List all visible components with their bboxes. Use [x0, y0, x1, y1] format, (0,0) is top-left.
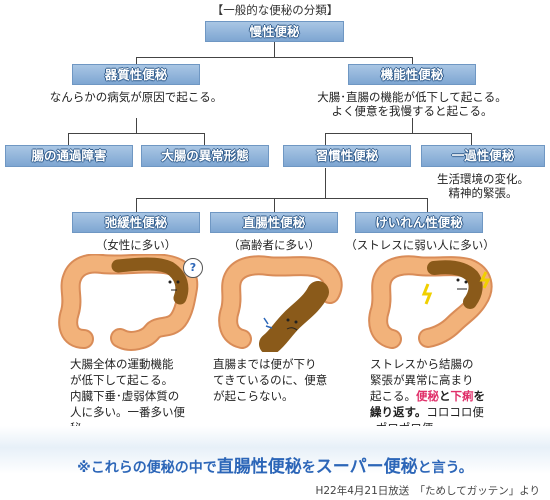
source-credit: H22年4月21日放送 「ためしてガッテン」より	[315, 485, 540, 497]
organic-description: なんらかの病気が原因で起こる。	[49, 90, 223, 104]
connector	[136, 198, 428, 199]
connector	[412, 118, 413, 133]
face-icon	[456, 278, 460, 282]
footer-band	[0, 426, 550, 474]
connector	[274, 42, 275, 57]
root-chronic-constipation-box: 慢性便秘	[205, 21, 344, 42]
transient-description-1: 生活環境の変化。	[437, 172, 529, 186]
connector	[136, 57, 137, 64]
functional-description-2: よく便意を我慢すると起こる。	[331, 104, 493, 118]
spastic-description: ストレスから結腸の 緊張が異常に高まり 起こる。便秘と下痢を 繰り返す。コロコロ…	[370, 357, 485, 435]
colon-malformation-box: 大腸の異常形態	[141, 145, 269, 167]
organic-constipation-box: 器質性便秘	[72, 64, 200, 85]
connector	[412, 57, 413, 64]
functional-description-1: 大腸･直腸の機能が低下して起こる。	[317, 90, 507, 104]
atonic-note: （女性に多い）	[95, 238, 177, 252]
rectal-description: 直腸までは便が下り てきているのに、便意 が起こらない。	[213, 357, 328, 403]
face-icon	[168, 280, 172, 284]
rectal-intestine-illustration	[218, 255, 343, 352]
connector	[136, 57, 413, 58]
lightning-icon	[421, 283, 433, 305]
spastic-intestine-illustration	[368, 255, 493, 349]
connector	[325, 168, 326, 198]
connector	[427, 198, 428, 212]
face-icon	[286, 318, 290, 322]
rectal-constipation-box: 直腸性便秘	[210, 212, 338, 233]
connector	[136, 118, 137, 133]
intestinal-obstruction-box: 腸の通過障害	[5, 145, 133, 167]
connector	[68, 133, 205, 134]
transient-description-2: 精神的緊張。	[448, 186, 518, 200]
connector	[204, 133, 205, 145]
atonic-description: 大腸全体の運動機能 が低下して起こる。 内臓下垂･虚弱体質の 人に多い。一番多い…	[70, 357, 185, 435]
connector	[68, 133, 69, 145]
transient-constipation-box: 一過性便秘	[421, 145, 545, 167]
connector	[325, 133, 326, 145]
atonic-constipation-box: 弛緩性便秘	[72, 212, 200, 233]
functional-constipation-box: 機能性便秘	[348, 64, 476, 85]
super-constipation-statement: ※これらの便秘の中で直腸性便秘をスーパー便秘と言う。	[77, 457, 473, 477]
question-bubble-icon: ?	[183, 258, 203, 278]
habitual-constipation-box: 習慣性便秘	[283, 145, 411, 167]
spastic-note: （ストレスに弱い人に多い）	[345, 238, 495, 252]
rectal-note: （高齢者に多い）	[228, 238, 320, 252]
connector	[471, 133, 472, 145]
atonic-intestine-illustration	[58, 254, 199, 351]
connector	[274, 198, 275, 212]
diagram-title: 【一般的な便秘の分類】	[211, 3, 339, 17]
connector	[325, 133, 472, 134]
connector	[136, 198, 137, 212]
spastic-constipation-box: けいれん性便秘	[355, 212, 483, 233]
